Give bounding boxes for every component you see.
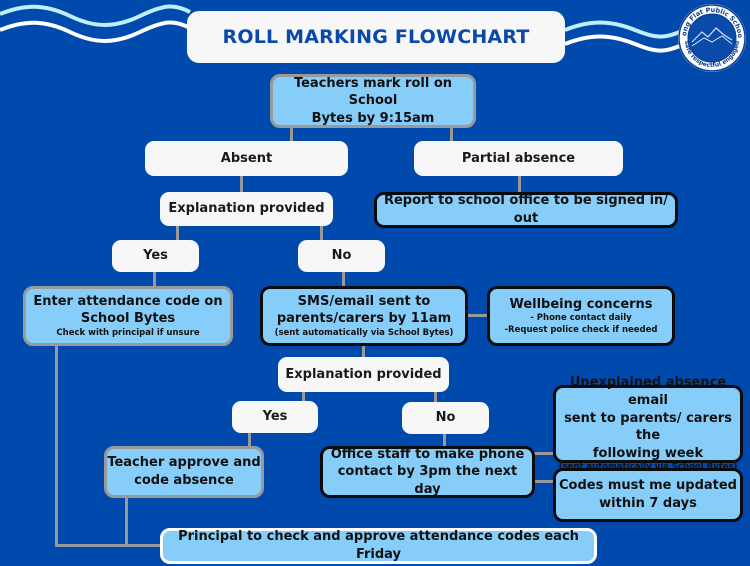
node-enter-attendance-code: Enter attendance code on School Bytes Ch… — [23, 286, 233, 346]
connector — [342, 270, 345, 288]
node-text: sent to parents/ carers the — [564, 410, 732, 444]
node-text: Yes — [143, 248, 168, 264]
connector — [362, 345, 365, 359]
node-text: within 7 days — [599, 496, 697, 511]
node-text: Teachers mark roll on School — [293, 75, 453, 109]
node-text: No — [331, 248, 352, 264]
connector — [450, 126, 453, 142]
connector — [443, 433, 446, 448]
node-note: (sent automatically via School Bytes) — [559, 462, 738, 473]
node-explanation-provided-1: Explanation provided — [160, 192, 333, 226]
node-report-to-office: Report to school office to be signed in/… — [374, 192, 678, 228]
wave-light-left — [0, 4, 191, 27]
wave-white-right — [564, 34, 691, 53]
decorative-waves — [0, 4, 691, 53]
connector — [302, 390, 305, 402]
node-text: Absent — [220, 150, 273, 166]
node-unexplained-absence-email: Unexplained absence email sent to parent… — [553, 375, 743, 472]
connector — [434, 390, 437, 402]
node-text: Enter attendance code on — [33, 293, 223, 309]
connector — [518, 175, 521, 193]
connector — [320, 224, 323, 240]
connector — [466, 314, 488, 317]
connector — [534, 452, 554, 455]
node-text: Codes must me updated — [558, 478, 737, 494]
node-text: Yes — [262, 409, 288, 425]
node-wellbeing-concerns: Wellbeing concerns - Phone contact daily… — [487, 286, 675, 346]
node-text: parents/carers by 11am — [276, 311, 452, 327]
connector — [55, 544, 165, 547]
node-text: Office staff to make phone — [330, 446, 525, 462]
node-text: Partial absence — [461, 150, 576, 166]
node-text: No — [435, 410, 456, 426]
connector — [55, 345, 58, 547]
node-text: Bytes by 9:15am — [311, 110, 435, 126]
node-text: Explanation provided — [285, 366, 442, 382]
node-text: Wellbeing concerns — [509, 296, 653, 312]
node-yes-1: Yes — [112, 240, 199, 272]
school-logo-icon: Long Flat Public School safe respectful … — [676, 2, 746, 72]
node-note: - Phone contact daily — [530, 313, 632, 324]
node-sms-email-sent: SMS/email sent to parents/carers by 11am… — [260, 286, 468, 346]
node-note: (sent automatically via School Bytes) — [274, 327, 454, 338]
node-principal-check: Principal to check and approve attendanc… — [160, 528, 597, 564]
node-text: Explanation provided — [168, 201, 325, 217]
wave-light-right — [564, 20, 691, 39]
connector — [248, 431, 251, 448]
page-title: ROLL MARKING FLOWCHART — [187, 11, 565, 63]
node-text: Teacher approve and — [107, 455, 261, 471]
node-text: contact by 3pm the next day — [337, 464, 518, 497]
node-codes-updated: Codes must me updated within 7 days — [553, 468, 743, 522]
connector — [240, 175, 243, 193]
connector — [125, 498, 128, 546]
node-text: Report to school office to be signed in/… — [383, 193, 669, 226]
node-text: following week — [592, 445, 704, 461]
connector — [534, 480, 554, 483]
node-text: SMS/email sent to — [297, 293, 431, 309]
node-text: code absence — [134, 473, 234, 488]
node-teachers-mark-roll: Teachers mark roll on School Bytes by 9:… — [270, 74, 476, 128]
node-note: -Request police check if needed — [504, 324, 658, 335]
node-office-staff-phone: Office staff to make phone contact by 3p… — [320, 446, 535, 498]
node-yes-2: Yes — [232, 401, 318, 433]
node-no-2: No — [402, 402, 489, 434]
node-explanation-provided-2: Explanation provided — [278, 357, 449, 392]
connector — [176, 224, 179, 240]
page-title-text: ROLL MARKING FLOWCHART — [222, 26, 530, 48]
connector — [290, 126, 293, 142]
node-absent: Absent — [145, 141, 348, 176]
node-text: Principal to check and approve attendanc… — [178, 529, 579, 562]
node-partial-absence: Partial absence — [414, 141, 623, 176]
node-no-1: No — [298, 240, 385, 272]
node-teacher-approve: Teacher approve and code absence — [104, 446, 264, 498]
node-text: Unexplained absence email — [569, 375, 727, 408]
wave-white-left — [0, 20, 191, 43]
connector — [153, 270, 156, 288]
node-note: Check with principal if unsure — [56, 327, 200, 338]
node-text: School Bytes — [80, 311, 176, 327]
